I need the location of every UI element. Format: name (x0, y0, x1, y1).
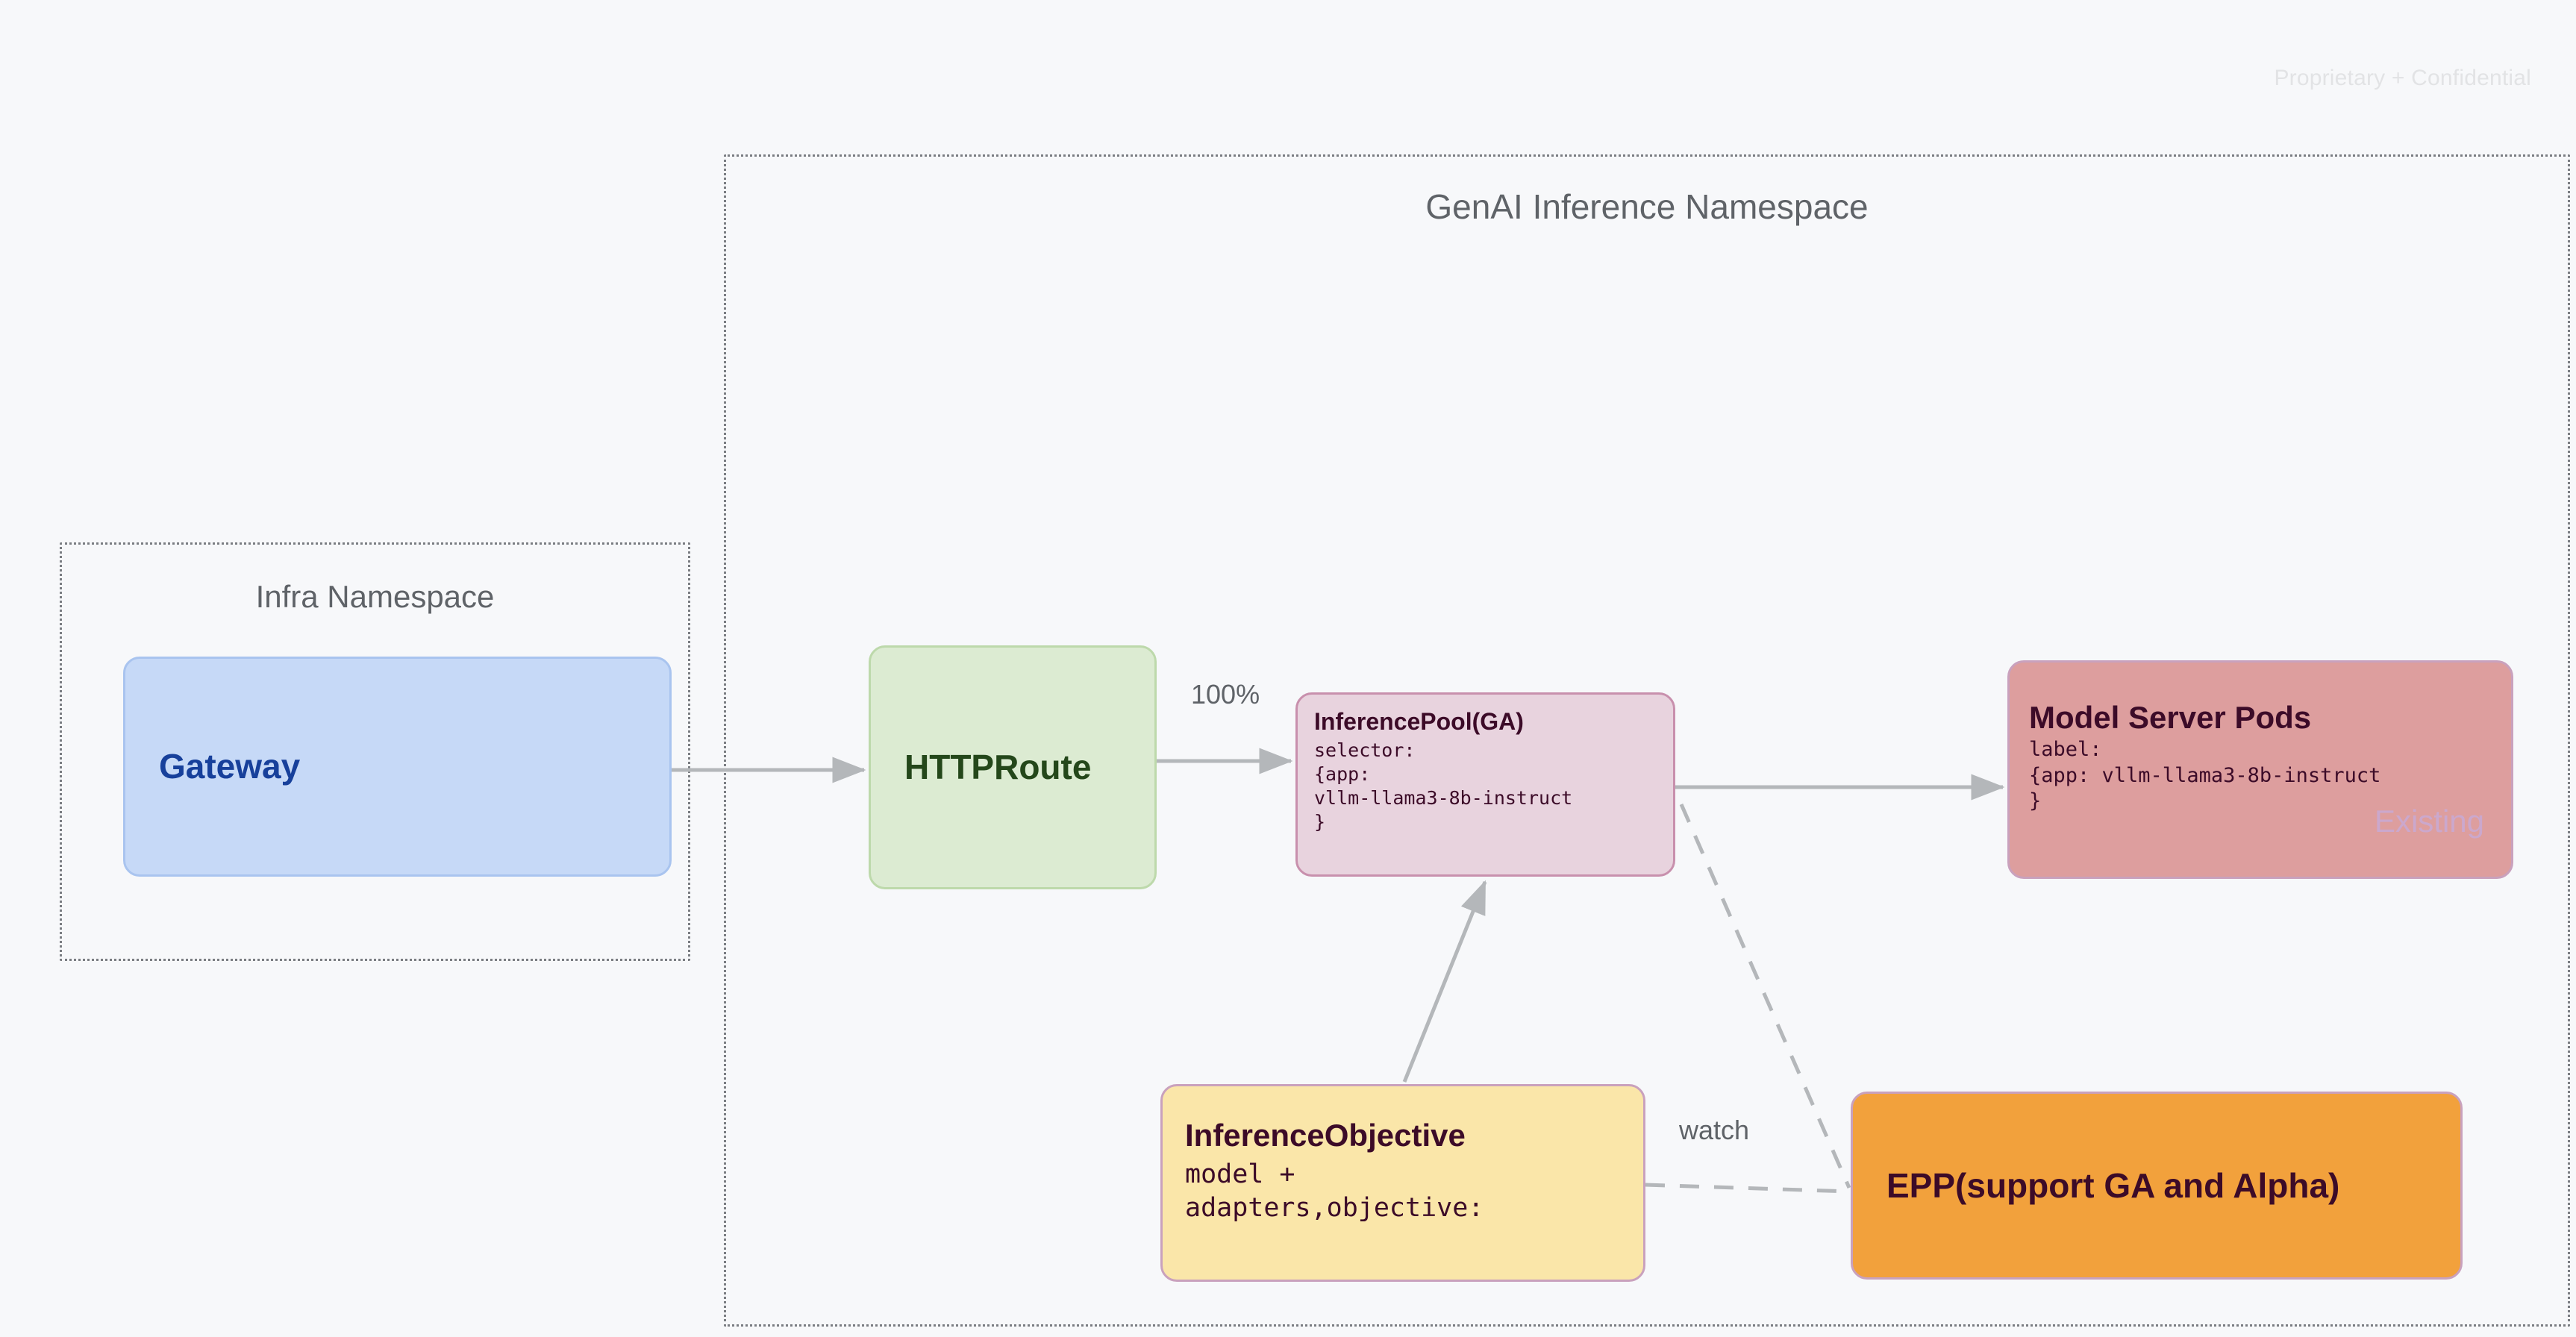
node-epp-title: EPP(support GA and Alpha) (1886, 1165, 2340, 1205)
node-inferenceobjective-title: InferenceObjective (1185, 1118, 1466, 1153)
genai-inference-namespace-label: GenAI Inference Namespace (1425, 187, 1869, 226)
node-model-server-pods[interactable]: Model Server Pods label: {app: vllm-llam… (2007, 660, 2513, 879)
node-httproute-title: HTTPRoute (904, 748, 1092, 787)
node-epp[interactable]: EPP(support GA and Alpha) (1851, 1092, 2463, 1280)
node-model-server-pods-title: Model Server Pods (2029, 700, 2312, 735)
confidentiality-watermark: Proprietary + Confidential (2274, 66, 2531, 90)
node-model-server-pods-body: label: {app: vllm-llama3-8b-instruct } (2029, 738, 2381, 813)
infra-namespace-label: Infra Namespace (255, 579, 495, 614)
edge-label-watch: watch (1679, 1115, 1750, 1145)
node-inferencepool[interactable]: InferencePool(GA) selector: {app: vllm-l… (1295, 692, 1675, 877)
edge-label-traffic-weight: 100% (1191, 679, 1260, 710)
node-gateway-title: Gateway (159, 747, 301, 786)
node-inferencepool-body: selector: {app: vllm-llama3-8b-instruct … (1314, 739, 1573, 833)
node-gateway[interactable]: Gateway (123, 657, 672, 877)
node-inferenceobjective-body: model + adapters,objective: (1185, 1159, 1484, 1224)
infra-namespace-group (60, 542, 690, 961)
node-inferencepool-title: InferencePool(GA) (1314, 708, 1524, 735)
genai-inference-namespace-group (724, 154, 2570, 1327)
existing-badge: Existing (2374, 804, 2484, 839)
node-httproute[interactable]: HTTPRoute (869, 645, 1157, 889)
node-inferenceobjective[interactable]: InferenceObjective model + adapters,obje… (1160, 1084, 1645, 1282)
